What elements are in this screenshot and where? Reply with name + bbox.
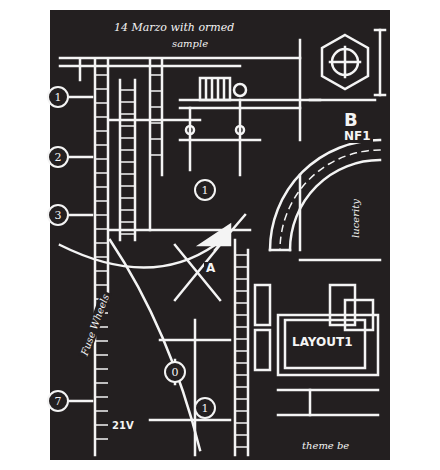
- callout-number: 7: [55, 396, 62, 407]
- stencil-label: NF1: [342, 130, 373, 143]
- ladder-rung: [150, 122, 162, 124]
- ladder-rung: [150, 90, 162, 92]
- stencil-label: sample: [170, 38, 210, 49]
- stencil-label: B: [342, 110, 360, 130]
- callout-number: 1: [202, 403, 209, 414]
- ladder-rung: [235, 350, 248, 352]
- ladder-rung: [235, 446, 248, 448]
- stencil-label: lucerity: [350, 197, 361, 240]
- ladder-rung: [95, 102, 108, 104]
- ladder-rung: [95, 172, 108, 174]
- callout-number: 3: [55, 210, 62, 221]
- callout-circle: 1: [47, 86, 69, 108]
- ladder-rung: [120, 101, 135, 103]
- ladder-rung: [95, 74, 108, 76]
- ladder-rung: [235, 266, 248, 268]
- ladder-rung: [235, 278, 248, 280]
- stencil-panel: [50, 10, 390, 460]
- ladder-rung: [95, 88, 108, 90]
- ladder-rung: [235, 362, 248, 364]
- ladder-rung: [235, 422, 248, 424]
- ladder-rung: [120, 197, 135, 199]
- ladder-rung: [235, 254, 248, 256]
- ladder-rung: [150, 154, 162, 156]
- callout-circle: 0: [164, 361, 186, 383]
- machine-lines: [60, 30, 385, 455]
- ladder-rung: [95, 200, 108, 202]
- ladder-rung: [235, 398, 248, 400]
- ladder-rung: [120, 185, 135, 187]
- ladder-rung: [120, 233, 135, 235]
- ladder-rung: [95, 130, 108, 132]
- stencil-label: A: [204, 262, 217, 275]
- ladder-rung: [120, 173, 135, 175]
- ladder-rung: [150, 74, 162, 76]
- callout-number: 0: [172, 367, 179, 378]
- stencil-label: 21V: [110, 420, 136, 431]
- callout-number: 2: [55, 152, 62, 163]
- ladder-rung: [235, 374, 248, 376]
- ladder-rung: [235, 434, 248, 436]
- ladder-rung: [95, 228, 108, 230]
- ladder-rung: [95, 144, 108, 146]
- ladder-rung: [95, 256, 108, 258]
- ladder-rung: [95, 354, 108, 356]
- ladder-rung: [150, 138, 162, 140]
- ladder-rung: [95, 284, 108, 286]
- ladder-rung: [120, 221, 135, 223]
- callout-circle: 7: [47, 390, 69, 412]
- ladder-rung: [235, 386, 248, 388]
- callout-circle: 2: [47, 146, 69, 168]
- ladder-rung: [95, 410, 108, 412]
- ladder-rung: [120, 125, 135, 127]
- ladder-rung: [95, 368, 108, 370]
- ladder-rung: [95, 186, 108, 188]
- ladder-rung: [150, 106, 162, 108]
- ladder-rung: [95, 270, 108, 272]
- callout-number: 1: [55, 92, 62, 103]
- ladder-rung: [95, 382, 108, 384]
- ladder-rung: [95, 396, 108, 398]
- ladder-rung: [95, 242, 108, 244]
- ladder-rung: [120, 161, 135, 163]
- ladder-rung: [95, 214, 108, 216]
- ladder-rung: [120, 209, 135, 211]
- stencil-label: 14 Marzo with ormed: [112, 22, 236, 34]
- ladder-rung: [120, 113, 135, 115]
- callout-circle: 1: [194, 397, 216, 419]
- ladder-rung: [120, 137, 135, 139]
- ladder-rung: [120, 149, 135, 151]
- ladder-rung: [120, 89, 135, 91]
- ladder-rung: [95, 158, 108, 160]
- callout-circle: 1: [194, 179, 216, 201]
- ladder-rung: [95, 424, 108, 426]
- ladder-rung: [235, 290, 248, 292]
- ladder-rung: [235, 326, 248, 328]
- ladder-rung: [95, 340, 108, 342]
- callout-circle: 3: [47, 204, 69, 226]
- ladder-rung: [235, 314, 248, 316]
- callout-number: 1: [202, 185, 209, 196]
- ladder-rung: [235, 410, 248, 412]
- ladder-rung: [235, 338, 248, 340]
- ladder-rungs: [95, 75, 248, 447]
- stencil-label: LAYOUT1: [290, 336, 355, 349]
- ladder-rung: [235, 302, 248, 304]
- ladder-rung: [95, 438, 108, 440]
- stencil-label: theme be: [300, 440, 351, 451]
- ladder-rung: [95, 116, 108, 118]
